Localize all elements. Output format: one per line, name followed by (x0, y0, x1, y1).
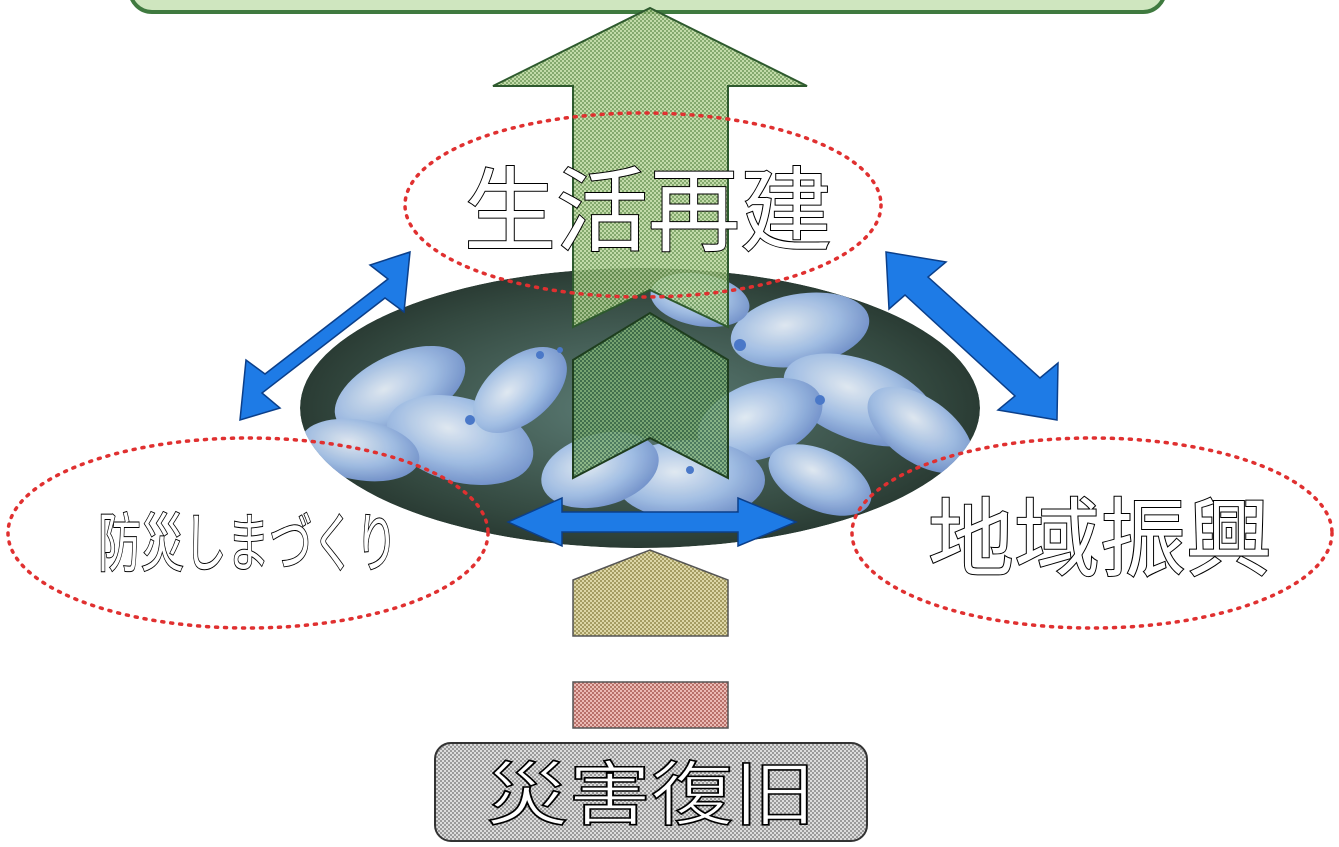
up-arrow (492, 6, 808, 329)
link-arrow-bottom (506, 496, 798, 548)
base-box (434, 742, 868, 842)
pink-step-block (572, 681, 729, 729)
top-goal-ellipse (403, 111, 883, 299)
left-goal-label: 防災しまづくり (98, 508, 398, 582)
top-goal-label: 生活再建 (464, 159, 832, 266)
link-arrow-top-left (239, 250, 411, 422)
right-goal-ellipse (850, 436, 1334, 630)
left-goal-ellipse (6, 436, 490, 630)
base-label: 災害復旧 (486, 754, 816, 836)
tan-step-block (572, 549, 729, 637)
link-arrow-top-right (885, 251, 1059, 421)
right-goal-label: 地域振興 (928, 490, 1272, 590)
chevron-block-upper (572, 311, 729, 480)
